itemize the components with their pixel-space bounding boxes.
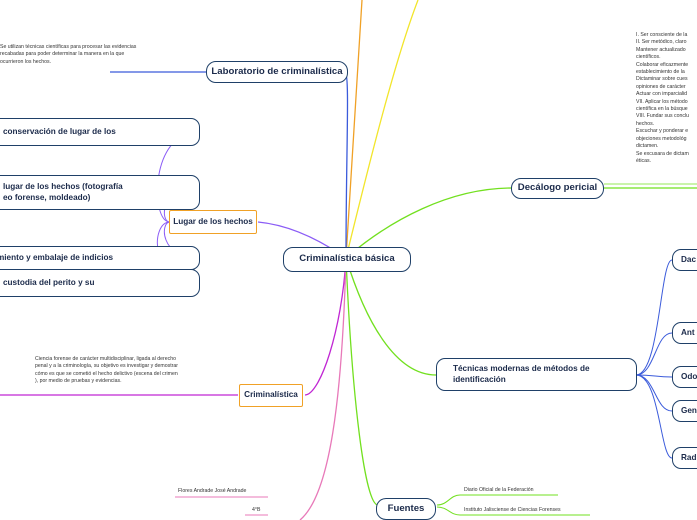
central-topic[interactable]: Criminalística básica — [283, 247, 411, 272]
note-decalogo: I. Ser consciente de la II. Ser metódico… — [636, 32, 690, 164]
topic-lugar-de-los-hechos[interactable]: Lugar de los hechos — [169, 210, 257, 234]
subtopic-radiologia[interactable]: Rad — [672, 447, 697, 469]
topic-criminalistica[interactable]: Criminalística — [239, 384, 303, 407]
note-laboratorio: Se utilizan técnicas científicas para pr… — [0, 44, 137, 65]
topic-laboratorio-criminalistica[interactable]: Laboratorio de criminalística — [206, 61, 348, 83]
subtopic-antropologia[interactable]: Ant — [672, 322, 697, 344]
subtopic-genetica[interactable]: Gen — [672, 400, 697, 422]
author-group: 4°B — [252, 507, 261, 513]
source-dof: Diario Oficial de la Federación — [464, 487, 534, 493]
note-criminalistica: Ciencia forense de carácter multidiscipl… — [35, 356, 179, 385]
subtopic-odontologia[interactable]: Odo — [672, 366, 697, 388]
author-name: Flores Andrade José Andrade — [178, 488, 247, 494]
subtopic-levantamiento-embalaje[interactable]: miento y embalaje de indicios — [0, 246, 200, 270]
subtopic-dactiloscopia[interactable]: Dac — [672, 249, 697, 271]
topic-fuentes[interactable]: Fuentes — [376, 498, 436, 520]
topic-decalogo-pericial[interactable]: Decálogo pericial — [511, 178, 604, 199]
subtopic-fijacion-lugar[interactable]: lugar de los hechos (fotografía eo foren… — [0, 175, 200, 210]
subtopic-cadena-custodia[interactable]: custodia del perito y su — [0, 269, 200, 297]
subtopic-conservacion-lugar[interactable]: conservación de lugar de los — [0, 118, 200, 146]
source-ijcf: Instituto Jalisciense de Ciencias Forens… — [464, 507, 561, 513]
topic-tecnicas-modernas[interactable]: Técnicas modernas de métodos de identifi… — [436, 358, 637, 391]
